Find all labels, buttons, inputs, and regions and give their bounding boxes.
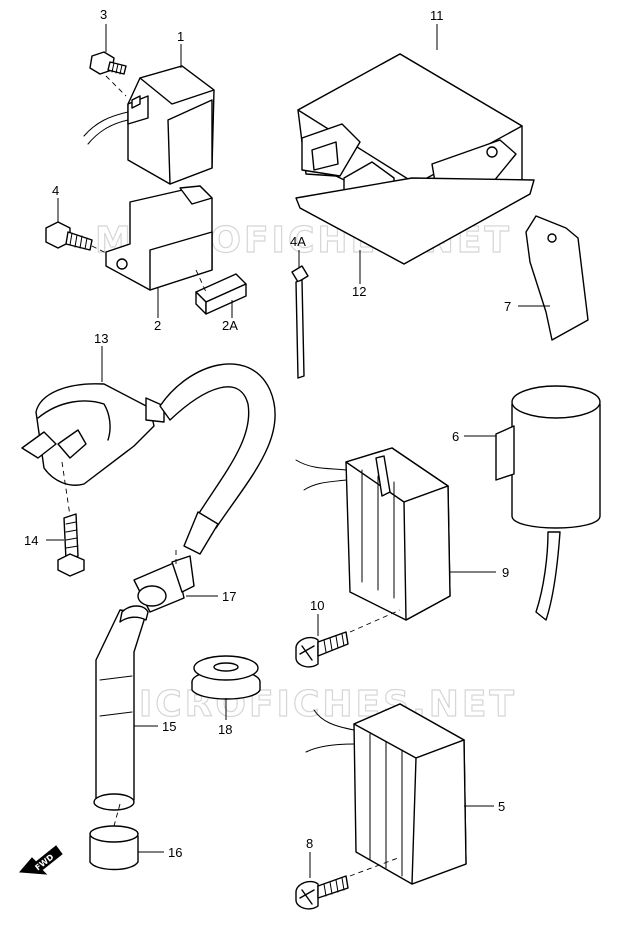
part-12-pad xyxy=(295,177,535,265)
part-2-bracket xyxy=(105,185,213,291)
part-6-condenser xyxy=(495,385,601,621)
fwd-arrow-icon: FWD xyxy=(18,845,63,875)
callout-4: 4 xyxy=(52,183,59,198)
callout-12: 12 xyxy=(352,284,366,299)
callout-1: 1 xyxy=(177,29,184,44)
callout-13: 13 xyxy=(94,331,108,346)
callout-6: 6 xyxy=(452,429,459,444)
callout-11: 11 xyxy=(430,8,444,23)
callout-2: 2 xyxy=(154,318,161,333)
callout-5: 5 xyxy=(498,799,505,814)
callout-17: 17 xyxy=(222,589,236,604)
callout-8: 8 xyxy=(306,836,313,851)
part-10-screw xyxy=(295,631,349,668)
callout-14: 14 xyxy=(24,533,38,548)
part-13-ignition-coil xyxy=(21,363,276,555)
part-17-cap-seal xyxy=(133,555,195,613)
part-5-regulator xyxy=(305,703,467,885)
part-1-relay xyxy=(83,65,215,185)
callout-3: 3 xyxy=(100,7,107,22)
callout-15: 15 xyxy=(162,719,176,734)
callout-16: 16 xyxy=(168,845,182,860)
part-18-grommet xyxy=(191,655,261,700)
leader-lines xyxy=(46,24,550,878)
callout-4a: 4A xyxy=(290,234,306,249)
callout-10: 10 xyxy=(310,598,324,613)
part-4-bolt xyxy=(45,221,93,251)
part-2a-clip xyxy=(195,273,247,315)
assembly-lines xyxy=(61,75,401,877)
part-3-bolt xyxy=(89,51,127,75)
callout-18: 18 xyxy=(218,722,232,737)
part-4a-cable-tie xyxy=(291,265,309,379)
part-8-screw xyxy=(295,875,349,910)
part-16-cap xyxy=(89,825,139,871)
part-15-plug-cap xyxy=(93,605,149,811)
part-14-bolt xyxy=(57,513,85,577)
part-9-rectifier xyxy=(295,447,451,621)
callout-9: 9 xyxy=(502,565,509,580)
callout-7: 7 xyxy=(504,299,511,314)
callouts: 3 1 4 2 2A 4A 11 12 7 13 6 14 9 10 17 15… xyxy=(24,7,511,860)
watermark-bottom: MICROFICHES.NET xyxy=(100,684,517,725)
part-7-bracket xyxy=(525,215,589,341)
callout-2a: 2A xyxy=(222,318,238,333)
